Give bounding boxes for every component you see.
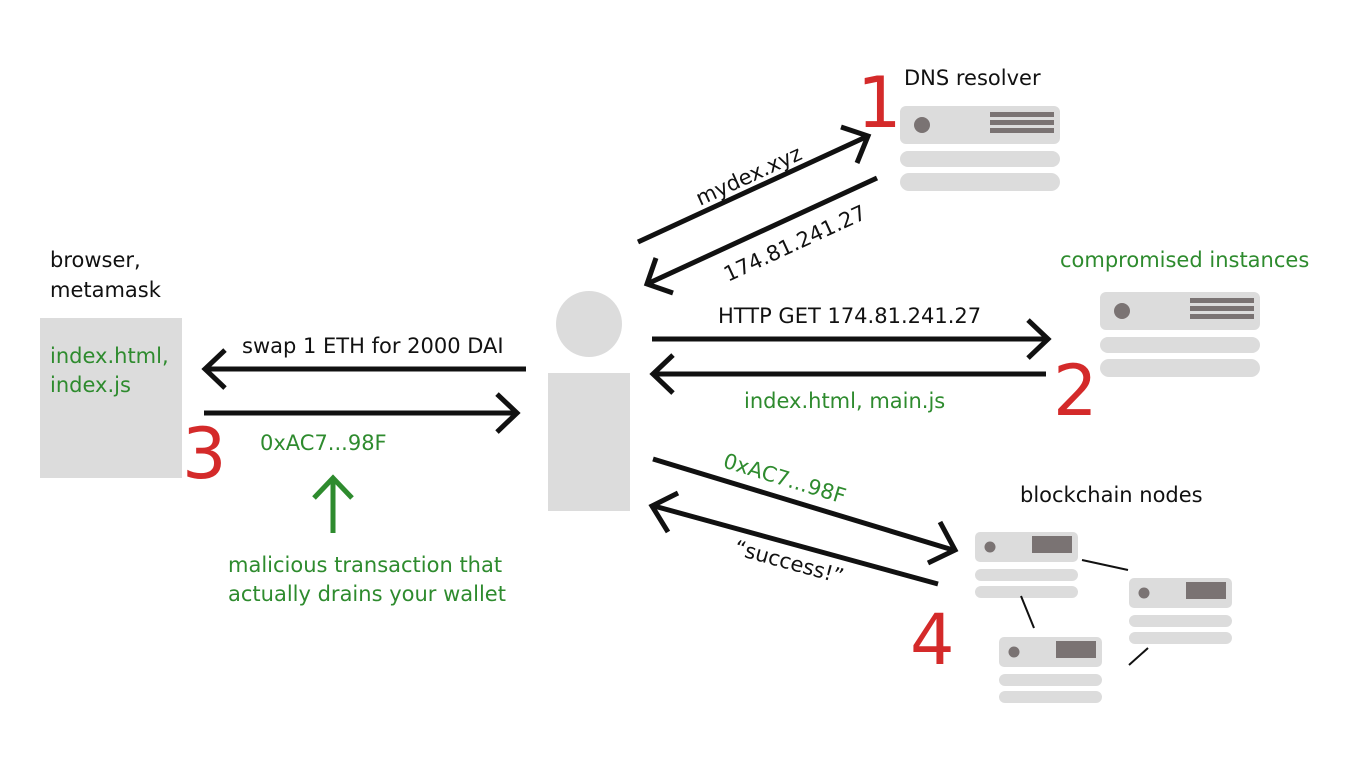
compromised-instances-label: compromised instances xyxy=(1060,248,1309,272)
http-response-arrow xyxy=(649,353,1046,395)
step-number-2: 2 xyxy=(1053,350,1098,432)
step-number-3: 3 xyxy=(182,413,227,495)
step-number-4: 4 xyxy=(910,599,955,681)
user-silhouette-icon xyxy=(548,291,630,511)
dns-request-label: mydex.xyz xyxy=(692,141,805,210)
http-request-arrow xyxy=(652,318,1052,360)
http-response-label: index.html, main.js xyxy=(744,389,945,413)
blockchain-node-icon xyxy=(975,532,1078,598)
arrow-up-icon xyxy=(312,474,354,533)
step-number-1: 1 xyxy=(857,62,902,144)
blockchain-node-icon xyxy=(999,637,1102,703)
swap-request-arrow xyxy=(201,348,526,390)
compromised-server-icon xyxy=(1100,292,1260,377)
dns-resolver-label: DNS resolver xyxy=(904,66,1041,90)
http-request-label: HTTP GET 174.81.241.27 xyxy=(718,304,981,328)
chain-response-arrow xyxy=(648,490,939,587)
swap-request-label: swap 1 ETH for 2000 DAI xyxy=(242,334,504,358)
browser-files-line1: index.html, xyxy=(50,344,169,368)
blockchain-node-icon xyxy=(1129,578,1232,644)
dns-response-arrow xyxy=(643,175,879,296)
browser-files-line2: index.js xyxy=(50,373,131,397)
dns-request-arrow xyxy=(636,124,872,245)
blockchain-nodes-label: blockchain nodes xyxy=(1020,483,1203,507)
browser-title-line1: browser, xyxy=(50,248,141,272)
dns-server-icon xyxy=(900,106,1060,191)
browser-title-line2: metamask xyxy=(50,278,162,302)
malicious-note-line2: actually drains your wallet xyxy=(228,582,506,606)
malicious-note-line1: malicious transaction that xyxy=(228,553,502,577)
tx-to-user-label: 0xAC7...98F xyxy=(260,431,387,455)
tx-to-chain-arrow xyxy=(652,456,959,566)
node-links xyxy=(1020,559,1149,666)
tx-to-user-arrow xyxy=(204,392,521,434)
browser-window-icon xyxy=(40,318,182,478)
